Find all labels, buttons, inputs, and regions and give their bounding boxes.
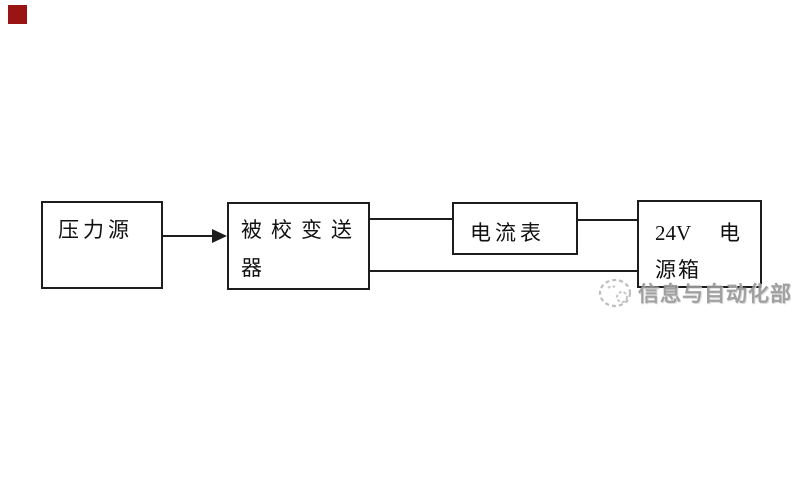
node-power-box-label-dian: 电 [719, 221, 740, 245]
node-power-box: 24V 电 源箱 [637, 200, 762, 288]
connector-ammeter-to-power-box [578, 219, 637, 221]
node-power-box-label-24v: 24V [655, 221, 692, 245]
node-ammeter-label: 电流表 [470, 221, 545, 245]
node-power-box-label-line1: 24V 电 [655, 215, 740, 252]
arrowhead-icon [212, 229, 227, 243]
watermark-text: 信息与自动化部 [638, 281, 792, 306]
scribble-circle-logo [598, 278, 632, 308]
node-transmitter-label-line1: 被校变送 [241, 218, 361, 242]
node-power-box-label-line2: 源箱 [655, 258, 701, 282]
connector-pressure-to-transmitter [163, 235, 214, 237]
watermark: 信息与自动化部 [596, 276, 792, 309]
node-transmitter-under-test: 被校变送 器 [227, 202, 370, 290]
node-transmitter-label-line2: 器 [241, 256, 271, 280]
node-pressure-source-label: 压力源 [58, 218, 133, 242]
node-ammeter: 电流表 [452, 202, 578, 255]
connector-transmitter-to-ammeter [370, 218, 452, 220]
node-pressure-source: 压力源 [41, 201, 163, 289]
corner-red-square [8, 5, 27, 24]
connector-transmitter-to-power-box [370, 270, 637, 272]
